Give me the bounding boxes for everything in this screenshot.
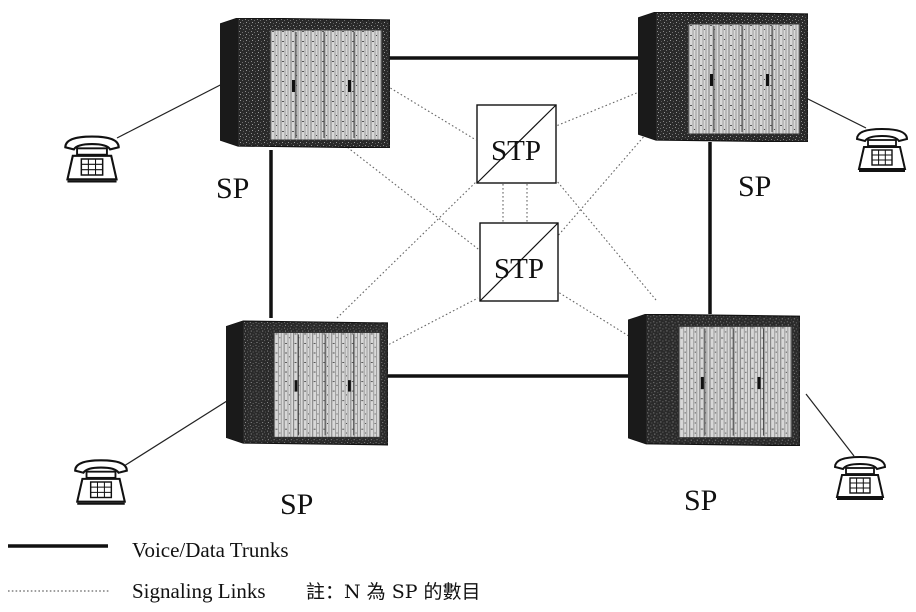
subscriber-lines — [116, 79, 867, 467]
sp-bottom-left-node: SP — [226, 320, 388, 521]
subscriber-line-bottom-left — [123, 393, 239, 467]
sp-bottom-right-label: SP — [684, 484, 717, 517]
stp-bottom-node: STP — [479, 222, 559, 302]
signaling-link-bl-stp-top — [336, 179, 479, 319]
telephone-icon — [855, 127, 909, 173]
stp-top-label: STP — [491, 135, 541, 167]
stp-bottom-diagonal — [479, 222, 559, 302]
telephone-icon — [74, 459, 128, 505]
subscriber-line-bottom-right — [805, 393, 855, 457]
switch-cabinet-icon — [638, 12, 808, 142]
voice-data-trunks — [269, 56, 712, 378]
stp-top-diagonal — [476, 104, 557, 184]
telephone-icon — [833, 455, 887, 501]
signaling-link-tr-stp-top — [555, 89, 645, 127]
signaling-link-tr-stp-bottom — [555, 133, 647, 239]
signaling-link-tl-stp-bottom — [337, 139, 483, 253]
sp-top-right-label: SP — [738, 170, 771, 203]
stp-bottom-label: STP — [494, 253, 544, 285]
signaling-link-bl-stp-bottom — [381, 297, 479, 349]
switch-cabinet-icon — [628, 314, 800, 446]
signaling-links — [336, 85, 657, 349]
telephone-icon — [64, 135, 120, 183]
signaling-link-br-stp-bottom — [557, 291, 633, 339]
legend: Voice/Data Trunks Signaling Links 註：N 為 … — [8, 538, 481, 603]
subscriber-line-top-right — [805, 97, 867, 129]
legend-trunks-label: Voice/Data Trunks — [132, 538, 289, 562]
signaling-link-br-stp-top — [555, 179, 657, 301]
legend-signaling-label: Signaling Links — [132, 579, 266, 603]
legend-note: 註：N 為 SP 的數目 — [306, 581, 481, 603]
sp-top-left-node: SP — [216, 18, 390, 205]
sp-bottom-right-node: SP — [628, 314, 800, 517]
signaling-link-tl-stp-top — [386, 85, 477, 141]
sp-bottom-left-label: SP — [280, 488, 313, 521]
sp-top-left-label: SP — [216, 172, 249, 205]
stp-top-node: STP — [476, 104, 557, 184]
switch-cabinet-icon — [226, 320, 388, 446]
switch-cabinet-icon — [220, 18, 390, 148]
sp-top-right-node: SP — [638, 12, 808, 203]
subscriber-line-top-left — [116, 79, 231, 139]
